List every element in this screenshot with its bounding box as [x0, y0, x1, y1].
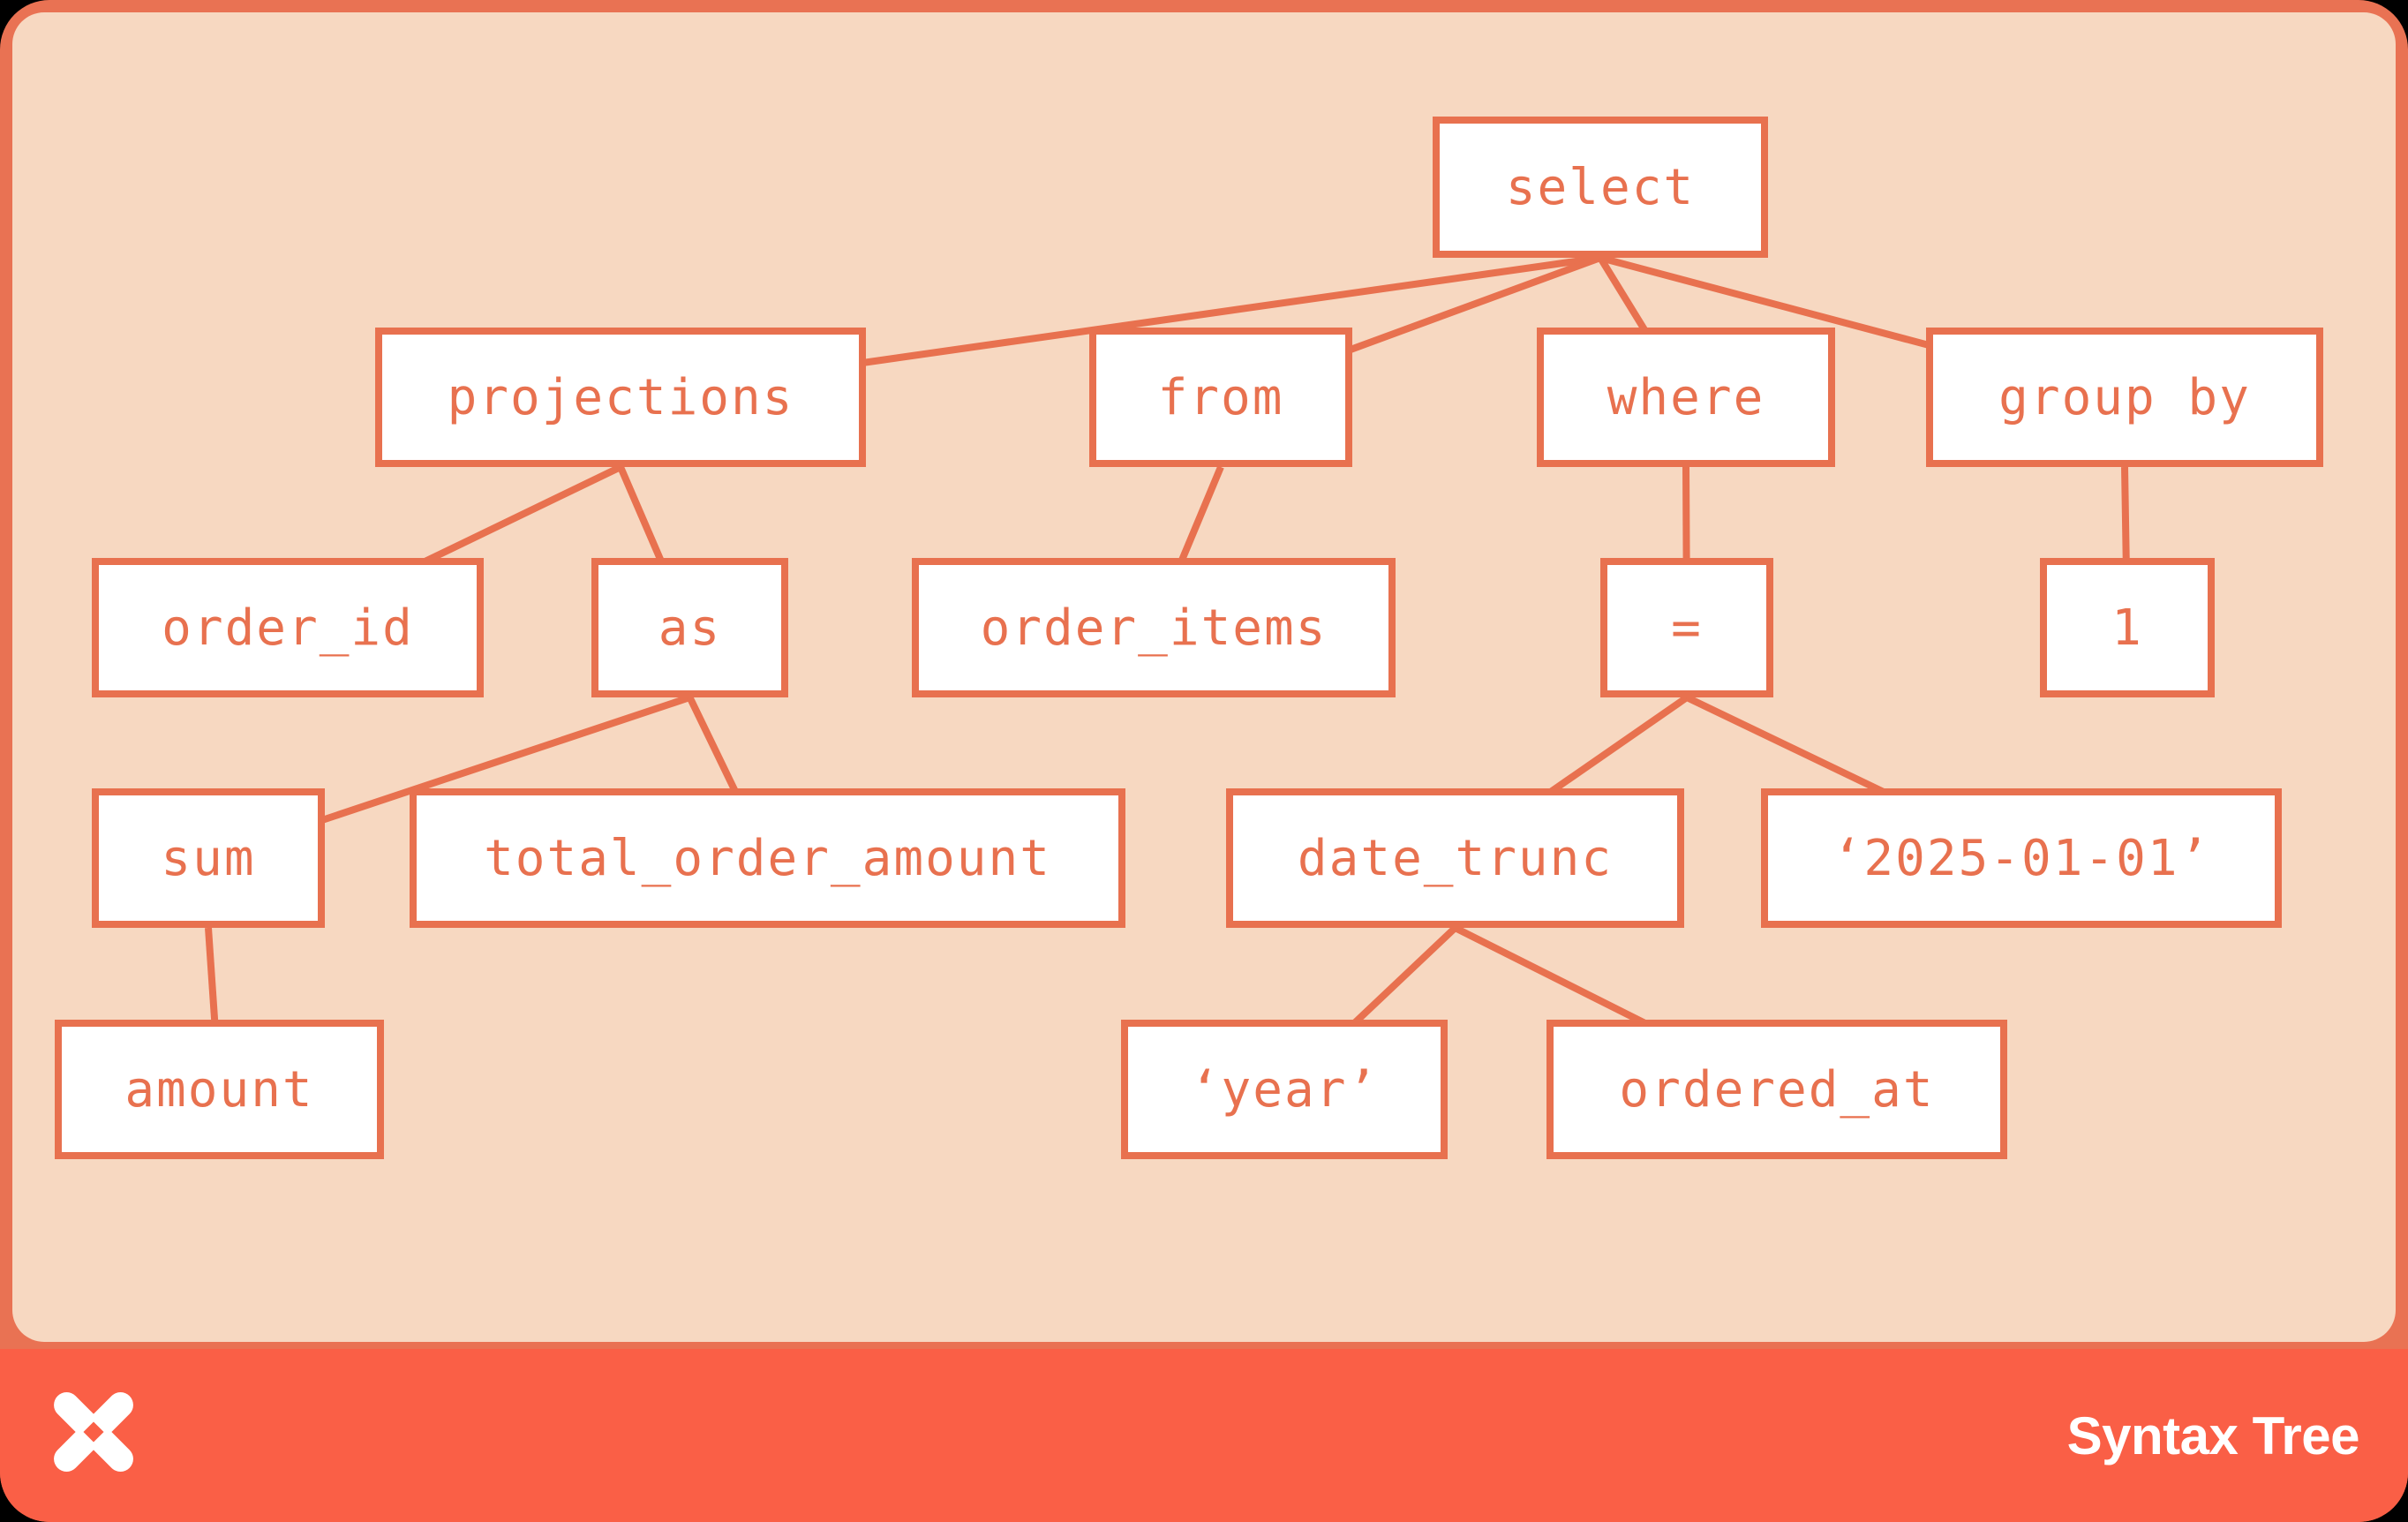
tree-node-one: 1 [2040, 558, 2215, 697]
tree-node-projections: projections [375, 328, 866, 467]
footer-title: Syntax Tree [2066, 1405, 2360, 1465]
tree-node-order_items: order_items [912, 558, 1396, 697]
tree-node-sum: sum [92, 788, 325, 928]
tree-node-amount: amount [55, 1020, 384, 1159]
tree-node-label: date_trunc [1297, 829, 1614, 887]
tree-node-select: select [1433, 117, 1768, 258]
tree-node-total_order_amount: total_order_amount [410, 788, 1125, 928]
tree-node-as: as [591, 558, 788, 697]
tree-node-label: total_order_amount [484, 829, 1051, 887]
tree-node-date_trunc: date_trunc [1226, 788, 1684, 928]
tree-node-label: = [1671, 599, 1703, 657]
tree-node-date_literal: ‘2025-01-01’ [1761, 788, 2282, 928]
tree-node-label: ordered_at [1619, 1060, 1935, 1119]
tree-node-eq: = [1600, 558, 1773, 697]
tree-node-label: ‘2025-01-01’ [1832, 829, 2211, 887]
tree-node-where: where [1537, 328, 1835, 467]
tree-node-label: ‘year’ [1189, 1060, 1380, 1119]
dbt-logo-icon [54, 1392, 133, 1472]
tree-node-ordered_at: ordered_at [1546, 1020, 2007, 1159]
footer-bar: Syntax Tree [0, 1349, 2408, 1522]
tree-node-label: where [1607, 368, 1765, 426]
tree-node-from: from [1089, 328, 1352, 467]
tree-node-year_literal: ‘year’ [1121, 1020, 1448, 1159]
tree-node-label: select [1505, 158, 1696, 216]
tree-node-label: group by [1998, 368, 2251, 426]
tree-node-label: amount [124, 1060, 314, 1119]
tree-node-label: order_id [162, 599, 414, 657]
tree-node-label: 1 [2111, 599, 2143, 657]
tree-node-group_by: group by [1926, 328, 2323, 467]
tree-node-label: projections [447, 368, 794, 426]
tree-node-label: as [658, 599, 722, 657]
tree-node-order_id: order_id [92, 558, 484, 697]
tree-node-label: from [1157, 368, 1284, 426]
tree-node-label: order_items [980, 599, 1328, 657]
tree-node-label: sum [161, 829, 256, 887]
